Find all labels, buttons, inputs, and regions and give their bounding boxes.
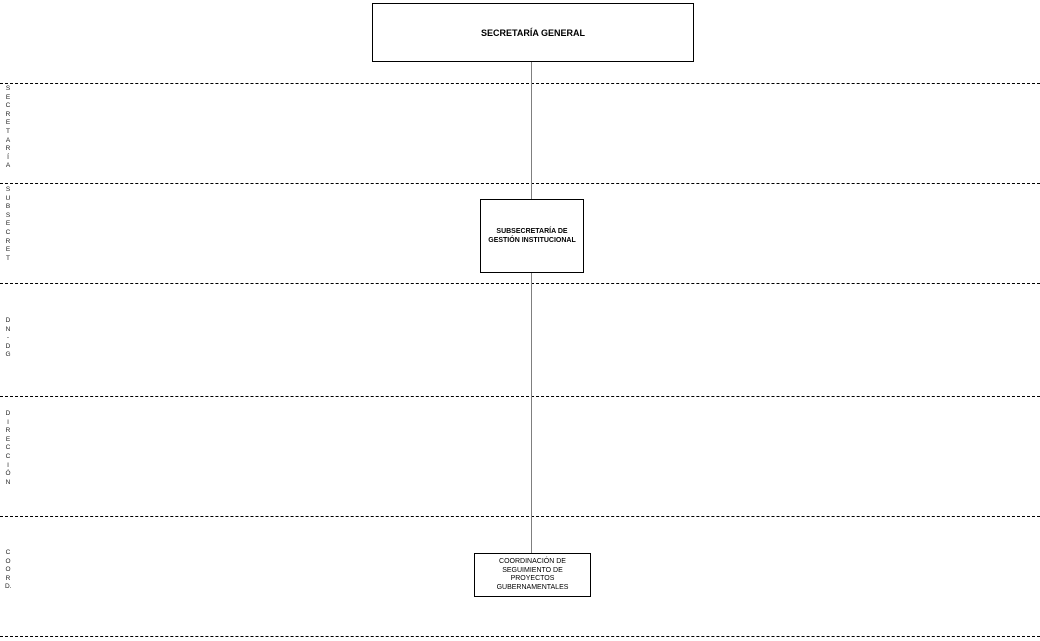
band-divider-top-secretaria <box>0 83 1040 84</box>
band-divider-bottom-coord <box>0 636 1040 637</box>
unit-label-secretaria-general: SECRETARÍA GENERAL <box>480 27 585 38</box>
band-label-secretaria: SECRETARÍA <box>5 85 11 170</box>
band-divider-dn-dg-direccion <box>0 396 1040 397</box>
band-divider-secretaria-subsecretaria <box>0 183 1040 184</box>
band-divider-subsecretaria-dn-dg <box>0 283 1040 284</box>
unit-box-coordinacion-seguimiento-proyectos: COORDINACIÓN DE SEGUIMIENTO DE PROYECTOS… <box>474 553 591 597</box>
band-label-subsecretaria: SUBSECRET <box>5 186 11 262</box>
unit-box-secretaria-general: SECRETARÍA GENERAL <box>372 3 694 62</box>
band-label-direccion: DIRECCIÓN <box>5 410 11 486</box>
band-label-coord: COORD. <box>5 549 12 591</box>
unit-box-subsecretaria-gestion-institucional: SUBSECRETARÍA DE GESTIÓN INSTITUCIONAL <box>480 199 584 273</box>
band-label-dn-dg: DN-DG <box>5 317 11 359</box>
band-divider-direccion-coord <box>0 516 1040 517</box>
connector-sg-to-subsecretaria <box>531 62 532 199</box>
unit-label-coordinacion-seguimiento-proyectos: COORDINACIÓN DE SEGUIMIENTO DE PROYECTOS… <box>496 558 569 591</box>
connector-subsecretaria-to-coordinacion <box>531 273 532 553</box>
unit-label-subsecretaria-gestion-institucional: SUBSECRETARÍA DE GESTIÓN INSTITUCIONAL <box>488 228 576 244</box>
